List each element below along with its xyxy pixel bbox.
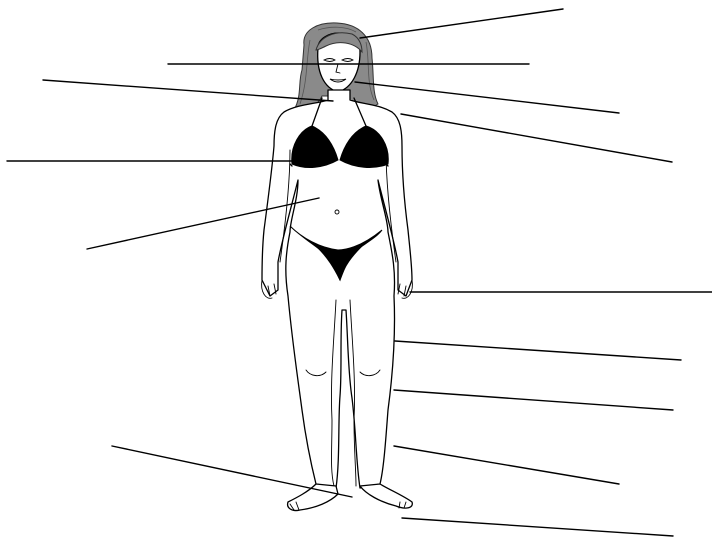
leader-line-hair (360, 9, 563, 38)
leader-line-foot (402, 518, 673, 536)
leader-line-shoulder (401, 114, 672, 162)
leader-line-shin (394, 446, 619, 484)
leader-line-knee (394, 390, 673, 410)
leader-line-chin (355, 82, 619, 113)
torso (262, 90, 412, 488)
right-foot (360, 484, 412, 508)
leader-line-thigh (395, 341, 681, 360)
leader-line-neck (43, 80, 333, 101)
